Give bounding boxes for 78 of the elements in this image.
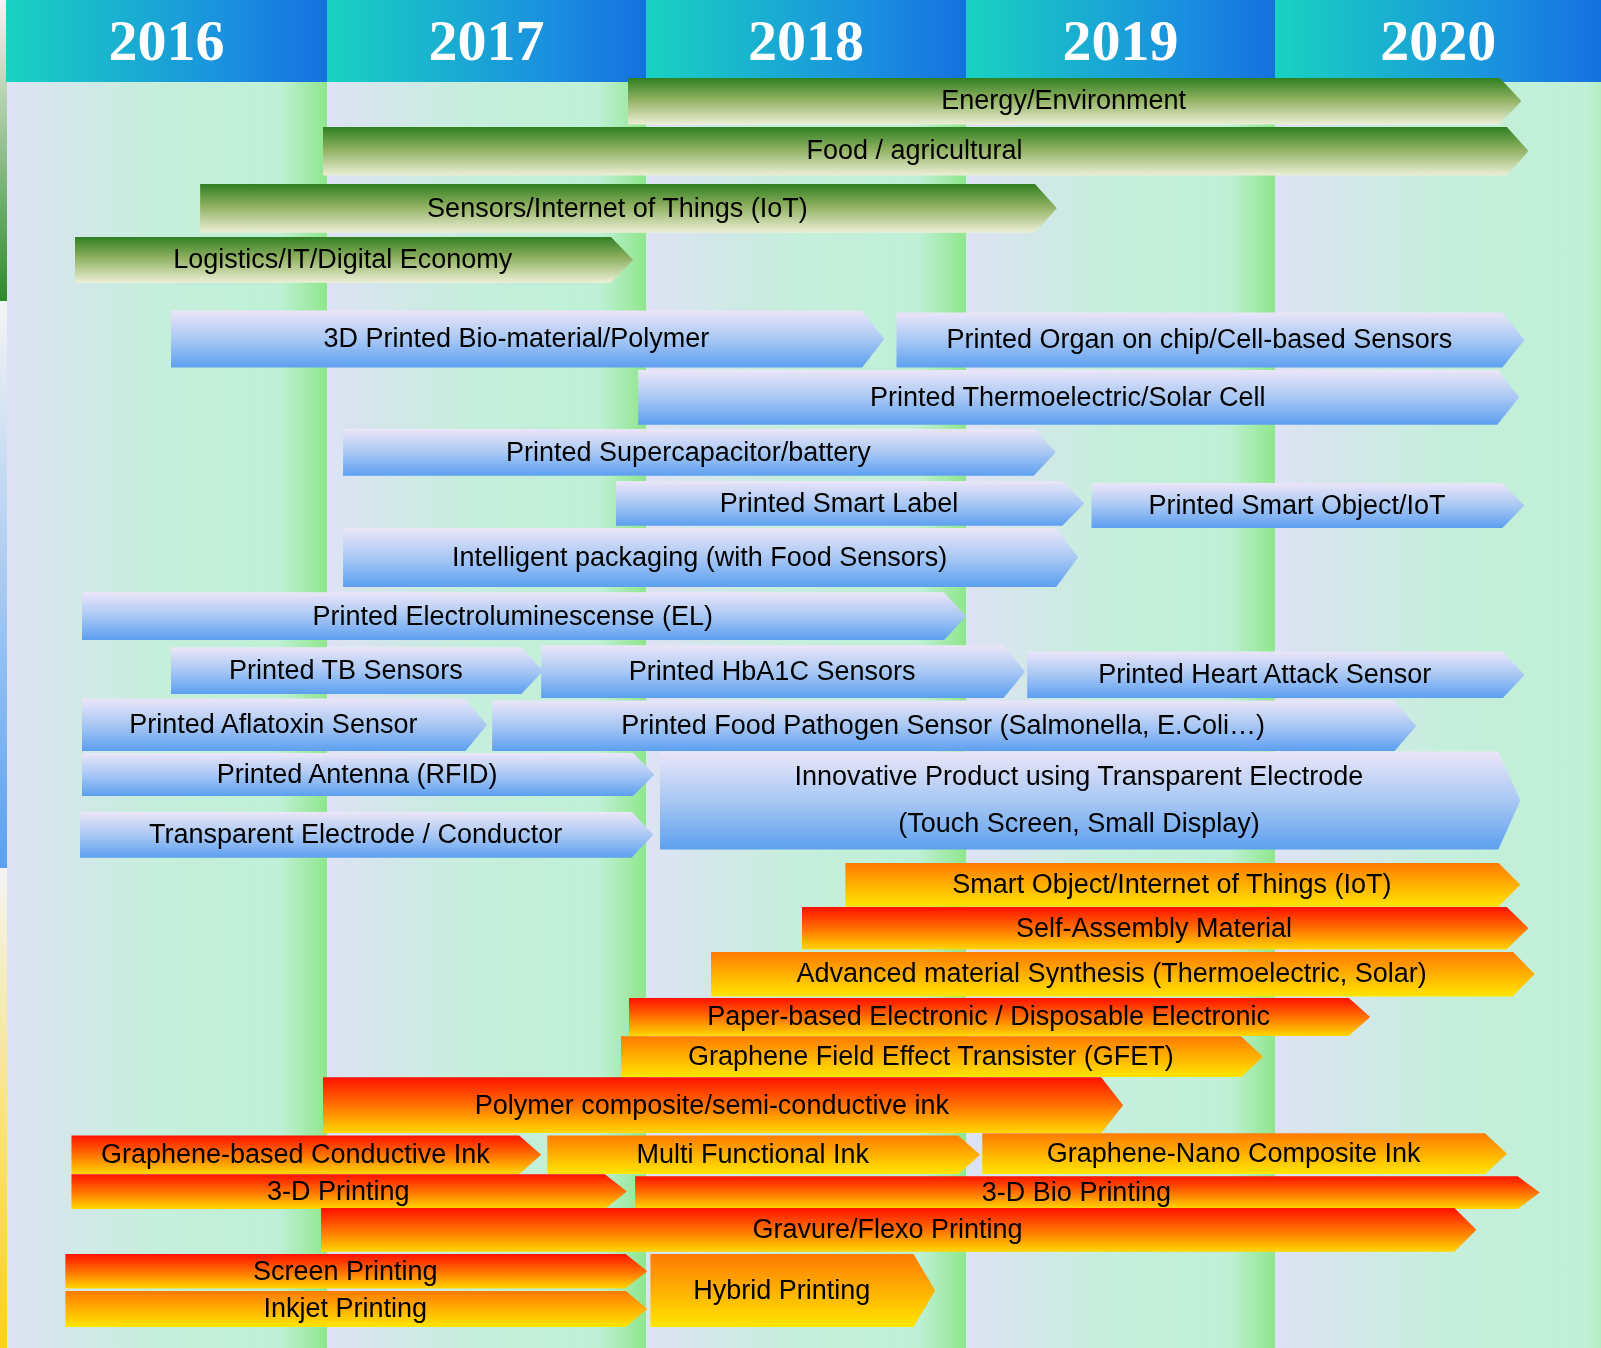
year-label: 2017 — [428, 7, 545, 75]
timeline-bar — [627, 77, 1522, 125]
timeline-bar — [322, 1077, 1124, 1134]
timeline-bar — [343, 428, 1056, 476]
roadmap-label: Sensors/Internet of Things (IoT) — [427, 191, 808, 225]
year-label: 2020 — [1380, 7, 1497, 75]
roadmap-label: Printed HbA1C Sensors — [628, 655, 916, 689]
timeline-bar — [79, 811, 654, 858]
roadmap-label: Printed Food Pathogen Sensor (Salmonella, E.Coli…) — [621, 709, 1266, 743]
year-header — [1275, 0, 1601, 82]
timeline-bar — [81, 698, 487, 752]
timeline-bar — [65, 1253, 648, 1289]
roadmap-label: Smart Object/Internet of Things (IoT) — [952, 868, 1392, 902]
roadmap-label: 3-D Printing — [266, 1174, 410, 1208]
timeline-bar — [200, 183, 1057, 233]
roadmap-label: Printed Organ on chip/Cell-based Sensors — [946, 323, 1453, 357]
timeline-bar — [343, 527, 1079, 588]
roadmap-label: Printed Electroluminescense (EL) — [312, 599, 714, 633]
roadmap-label: Printed Aflatoxin Sensor — [129, 708, 418, 742]
timeline-bar — [547, 1135, 981, 1175]
roadmap-label: Transparent Electrode / Conductor — [148, 818, 563, 852]
timeline-bar — [801, 906, 1529, 950]
roadmap-label: Printed Supercapacitor/battery — [506, 435, 871, 469]
roadmap-label: Printed Thermoelectric/Solar Cell — [869, 380, 1266, 414]
roadmap-label: Screen Printing — [253, 1254, 438, 1288]
timeline-bar — [650, 1253, 936, 1328]
roadmap-label: Printed Smart Object/IoT — [1148, 488, 1446, 522]
roadmap-label: Multi Functional Ink — [636, 1138, 870, 1172]
roadmap-label: Food / agricultural — [806, 134, 1023, 168]
year-label: 2018 — [748, 7, 865, 75]
roadmap-label: Energy/Environment — [941, 84, 1186, 118]
roadmap-label: Logistics/IT/Digital Economy — [173, 243, 513, 277]
roadmap-label: Self-Assembly Material — [1015, 911, 1293, 945]
timeline-bar — [320, 1207, 1477, 1252]
timeline-bar — [620, 1036, 1263, 1078]
year-label: 2016 — [108, 7, 225, 75]
roadmap-label: Polymer composite/semi-conductive ink — [474, 1088, 949, 1122]
timeline-bar — [81, 752, 655, 797]
timeline-bar — [982, 1133, 1508, 1175]
roadmap-label: Printed Smart Label — [719, 486, 959, 520]
timeline-bar — [638, 369, 1520, 425]
timeline-bar — [628, 997, 1371, 1037]
timeline-bar — [615, 480, 1085, 526]
roadmap-label: Graphene Field Effect Transister (GFET) — [688, 1040, 1174, 1074]
roadmap-label: 3-D Bio Printing — [981, 1175, 1171, 1209]
roadmap-label: Hybrid Printing — [693, 1273, 871, 1307]
roadmap-label: Inkjet Printing — [263, 1292, 428, 1326]
timeline-bar — [896, 312, 1525, 368]
timeline-bar — [170, 647, 544, 695]
timeline-bar — [541, 645, 1026, 699]
timeline-bar — [492, 700, 1417, 752]
timeline-bar — [845, 862, 1521, 907]
timeline-bar — [71, 1174, 627, 1209]
timeline-bar — [635, 1176, 1540, 1209]
timeline-bar — [170, 310, 885, 368]
timeline-bar — [322, 126, 1529, 176]
roadmap-label: Printed Heart Attack Sensor — [1098, 658, 1432, 692]
roadmap-label: Printed TB Sensors — [229, 654, 463, 688]
roadmap-label: Innovative Product using Transparent Electrode (Touch Screen, Small Display) — [793, 760, 1365, 841]
timeline-bar — [65, 1290, 648, 1328]
roadmap-label: Gravure/Flexo Printing — [752, 1213, 1023, 1247]
roadmap-label: 3D Printed Bio-material/Polymer — [323, 322, 710, 356]
timeline-bar — [659, 751, 1521, 850]
timeline-bar — [81, 592, 966, 641]
timeline-bar — [1027, 651, 1525, 699]
roadmap-label: Graphene-Nano Composite Ink — [1046, 1137, 1421, 1171]
roadmap-label: Printed Antenna (RFID) — [216, 757, 498, 791]
timeline-bar — [71, 1135, 542, 1175]
year-header — [326, 0, 647, 82]
roadmap-label: Intelligent packaging (with Food Sensors) — [452, 540, 948, 574]
roadmap-label: Paper-based Electronic / Disposable Electronic — [707, 1000, 1270, 1034]
year-label: 2019 — [1062, 7, 1179, 75]
roadmap-label: Graphene-based Conductive Ink — [100, 1138, 490, 1172]
timeline-bar — [74, 236, 634, 283]
timeline-bar — [1091, 482, 1525, 528]
year-header — [6, 0, 327, 82]
timeline-bar — [710, 951, 1535, 997]
roadmap-label: Advanced material Synthesis (Thermoelectric, Solar) — [796, 957, 1427, 991]
